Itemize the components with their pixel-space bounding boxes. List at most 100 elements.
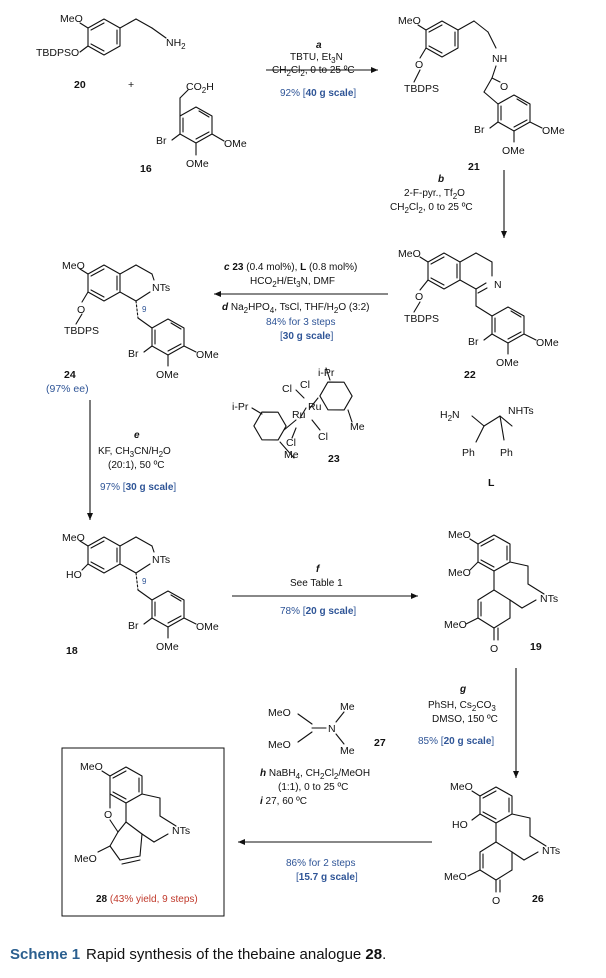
methoxy-label: OMe xyxy=(186,158,209,170)
bromo-label: Br xyxy=(128,620,139,632)
compound-18: MeO HO NTs 9 Br OMe OMe 18 xyxy=(62,532,219,657)
compound-16: CO2H Br OMe OMe 16 xyxy=(140,81,247,175)
methoxy-label: OMe xyxy=(156,641,179,653)
svg-text:PhSH, Cs2CO3: PhSH, Cs2CO3 xyxy=(428,700,496,713)
compound-21: MeO O TBDPS NH O Br OMe OMe 21 xyxy=(398,15,565,173)
svg-text:d Na2HPO4, TsCl, THF/H2O (3:2): d Na2HPO4, TsCl, THF/H2O (3:2) xyxy=(222,302,369,315)
ruthenium-label: Ru xyxy=(308,401,322,413)
sulfonamide-label: NTs xyxy=(542,845,560,857)
svg-text:c 23 (0.4 mol%), L (0.8 mol%): c 23 (0.4 mol%), L (0.8 mol%) xyxy=(224,262,357,273)
chloride-label: Cl xyxy=(300,379,310,391)
compound-20: MeO TBDPSO NH2 20 xyxy=(36,13,186,91)
methoxy-label: MeO xyxy=(80,761,103,773)
svg-text:f: f xyxy=(316,564,321,575)
methyl-label: Me xyxy=(350,421,365,433)
compound-number: 26 xyxy=(532,893,544,905)
ether-o-label: O xyxy=(104,809,112,821)
bromo-label: Br xyxy=(156,135,167,147)
methoxy-label: MeO xyxy=(60,13,83,25)
tbdpso-label: TBDPSO xyxy=(36,47,79,59)
catalyst-23: i-Pr i-Pr Me Me Cl Cl Ru Ru Cl Cl 23 xyxy=(232,367,365,465)
svg-text:i 27, 60 ºC: i 27, 60 ºC xyxy=(260,796,307,807)
amine-label: H2N xyxy=(440,409,460,423)
methyl-label: Me xyxy=(340,701,355,713)
carbonyl-o-label: O xyxy=(500,81,508,93)
methoxy-label: MeO xyxy=(398,248,421,260)
bromo-label: Br xyxy=(128,348,139,360)
amide-nh-label: NH xyxy=(492,53,507,65)
svg-text:b: b xyxy=(438,174,444,185)
methoxy-label: MeO xyxy=(268,739,291,751)
methoxy-label: OMe xyxy=(502,145,525,157)
svg-text:KF, CH3CN/H2O: KF, CH3CN/H2O xyxy=(98,446,171,459)
compound-number: 16 xyxy=(140,163,152,175)
sulfonamide-label: NTs xyxy=(172,825,190,837)
ligand-L: H2N NHTs Ph Ph L xyxy=(440,405,534,489)
oxygen-label: O xyxy=(415,59,423,71)
scheme-caption: Scheme 1 Rapid synthesis of the thebaine … xyxy=(10,946,387,963)
methoxy-label: MeO xyxy=(450,781,473,793)
conditions-hi: h NaBH4, CH2Cl2/MeOH (1:1), 0 to 25 ºC i… xyxy=(260,768,370,883)
methoxy-label: MeO xyxy=(448,529,471,541)
conditions-a: a TBTU, Et3N CH2Cl2, 0 to 25 ºC 92% [40 … xyxy=(272,40,356,99)
compound-number: 27 xyxy=(374,737,386,749)
compound-19: MeO MeO NTs MeO O 19 xyxy=(444,529,558,655)
conditions-g: g PhSH, Cs2CO3 DMSO, 150 ºC 85% [20 g sc… xyxy=(418,684,498,747)
compound-number: 19 xyxy=(530,641,542,653)
methoxy-label: MeO xyxy=(448,567,471,579)
svg-text:(1:1), 0 to 25 ºC: (1:1), 0 to 25 ºC xyxy=(278,782,348,793)
svg-text:DMSO, 150 ºC: DMSO, 150 ºC xyxy=(432,714,498,725)
svg-text:g: g xyxy=(459,684,466,695)
svg-text:TBTU, Et3N: TBTU, Et3N xyxy=(290,52,343,65)
oxygen-label: O xyxy=(415,291,423,303)
svg-text:97% [30 g scale]: 97% [30 g scale] xyxy=(100,482,176,493)
compound-number: 18 xyxy=(66,645,78,657)
caption-label: Scheme 1 xyxy=(10,946,81,963)
isopropyl-label: i-Pr xyxy=(232,401,249,413)
compound-26: MeO HO NTs MeO O 26 xyxy=(444,781,560,907)
bromo-label: Br xyxy=(468,336,479,348)
svg-text:92% [40 g scale]: 92% [40 g scale] xyxy=(280,88,356,99)
stereocenter-label: 9 xyxy=(142,577,147,586)
svg-text:a: a xyxy=(316,40,322,51)
svg-text:86% for 2 steps: 86% for 2 steps xyxy=(286,858,355,869)
phenyl-label: Ph xyxy=(500,447,513,459)
chloride-label: Cl xyxy=(282,383,292,395)
sulfonamide-label: NHTs xyxy=(508,405,534,417)
methoxy-label: MeO xyxy=(268,707,291,719)
synthesis-scheme: MeO TBDPSO NH2 20 + CO2H Br OMe OMe 16 a… xyxy=(36,13,565,917)
methyl-label: Me xyxy=(284,449,299,461)
svg-text:[15.7 g scale]: [15.7 g scale] xyxy=(296,872,358,883)
ketone-o-label: O xyxy=(490,643,498,655)
ruthenium-label: Ru xyxy=(292,409,306,421)
methyl-label: Me xyxy=(340,745,355,757)
caption-text: Rapid synthesis of the thebaine analogue xyxy=(86,946,366,963)
svg-text:See Table 1: See Table 1 xyxy=(290,578,343,589)
tbdps-label: TBDPS xyxy=(64,325,99,337)
compound-number: 22 xyxy=(464,369,476,381)
svg-text:CH2Cl2, 0 to 25 ºC: CH2Cl2, 0 to 25 ºC xyxy=(390,202,473,215)
methoxy-label: OMe xyxy=(496,357,519,369)
methoxy-label: MeO xyxy=(62,260,85,272)
amine-n-label: N xyxy=(328,723,336,735)
tbdps-label: TBDPS xyxy=(404,83,439,95)
hydroxyl-label: HO xyxy=(66,569,82,581)
svg-text:85% [20 g scale]: 85% [20 g scale] xyxy=(418,736,494,747)
svg-text:78% [20 g scale]: 78% [20 g scale] xyxy=(280,606,356,617)
methoxy-label: MeO xyxy=(74,853,97,865)
conditions-b: b 2-F-pyr., Tf2O CH2Cl2, 0 to 25 ºC xyxy=(390,174,473,215)
compound-22: MeO O TBDPS N Br OMe OMe 22 xyxy=(398,248,559,381)
isopropyl-label: i-Pr xyxy=(318,367,335,379)
svg-text:2-F-pyr., Tf2O: 2-F-pyr., Tf2O xyxy=(404,188,465,201)
conditions-cd: c 23 (0.4 mol%), L (0.8 mol%) HCO2H/Et3N… xyxy=(222,262,369,342)
conditions-f: f See Table 1 78% [20 g scale] xyxy=(280,564,356,617)
methoxy-label: OMe xyxy=(536,337,559,349)
compound-number: 21 xyxy=(468,161,480,173)
amine-label: NH2 xyxy=(166,37,186,51)
compound-28-box: MeO O NTs MeO 28 (43% yield, 9 steps) xyxy=(61,747,225,917)
methoxy-label: MeO xyxy=(444,871,467,883)
svg-text:e: e xyxy=(134,430,140,441)
hydroxyl-label: HO xyxy=(452,819,468,831)
chloride-label: Cl xyxy=(286,437,296,449)
oxygen-label: O xyxy=(77,304,85,316)
